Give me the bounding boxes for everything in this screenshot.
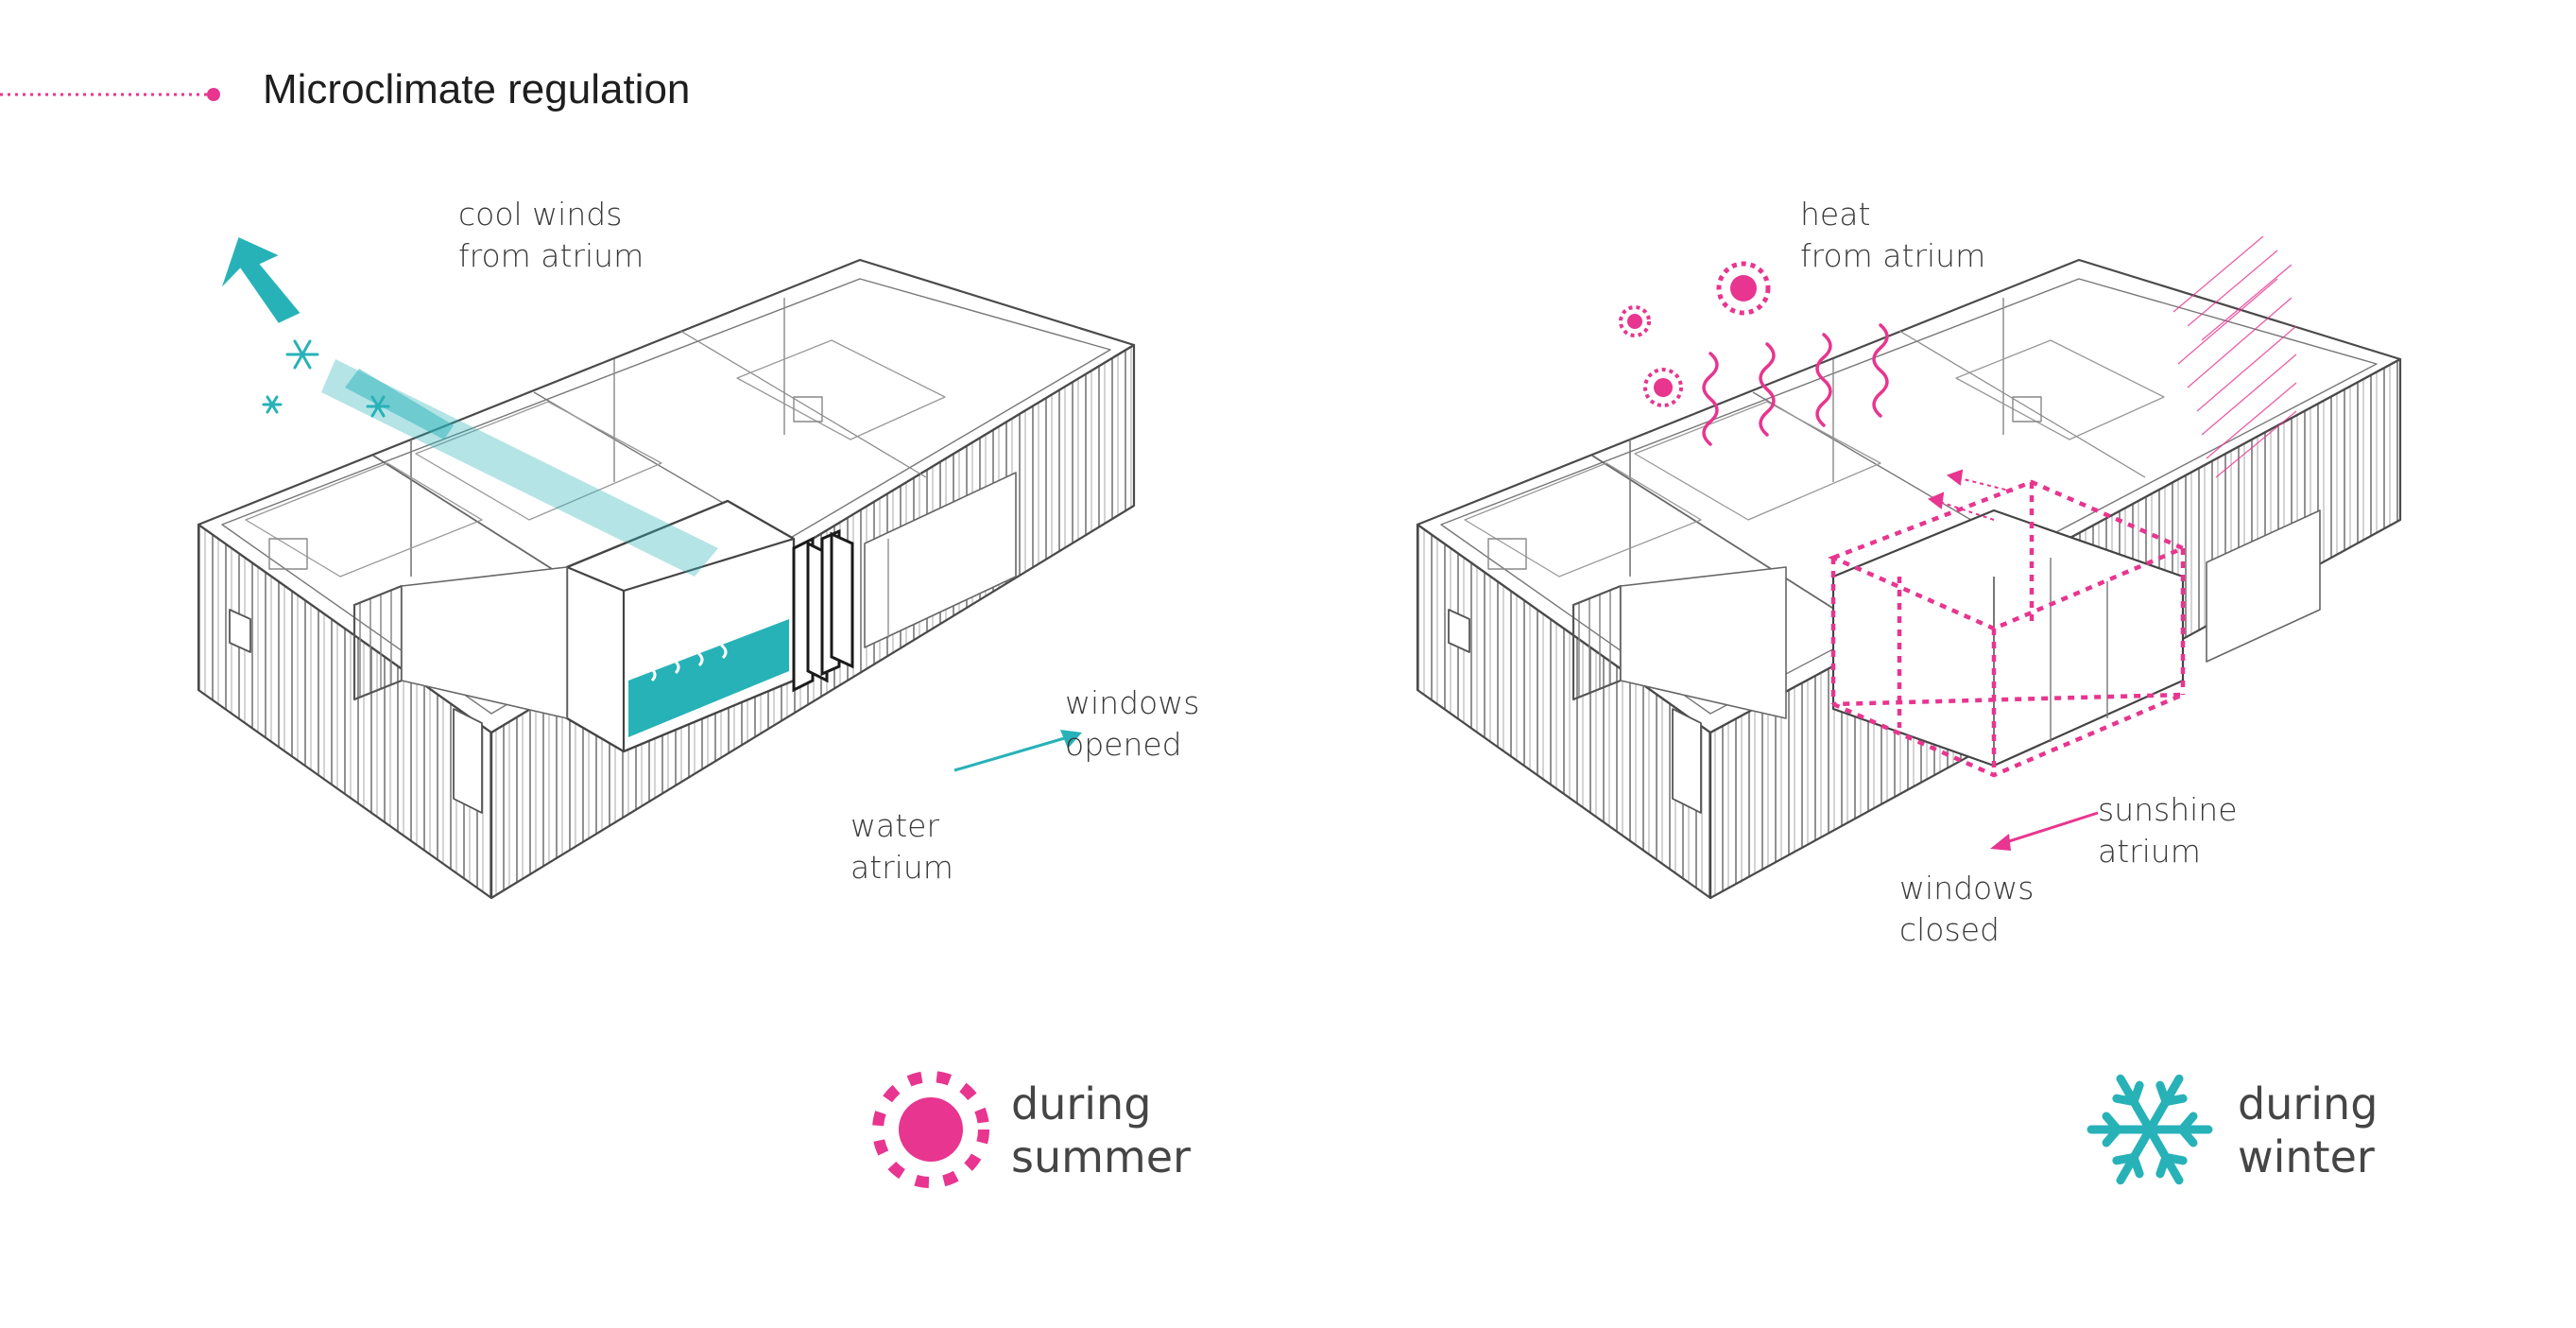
header-dotted-leader bbox=[0, 76, 227, 113]
windows-opened-line-2: opened bbox=[1065, 724, 1199, 766]
summer-season-line-1: during bbox=[1011, 1078, 1191, 1130]
sunshine-atrium-line-2: atrium bbox=[2098, 831, 2238, 872]
windows-closed-label: windows closed bbox=[1899, 868, 2034, 951]
cool-winds-line-1: cool winds bbox=[458, 194, 644, 235]
winter-small-suns bbox=[1606, 255, 1795, 425]
summer-season-label: during summer bbox=[1011, 1078, 1191, 1183]
summer-season-line-2: summer bbox=[1011, 1130, 1191, 1183]
heat-line-1: heat bbox=[1800, 194, 1985, 235]
windows-closed-line-2: closed bbox=[1899, 909, 2034, 951]
windows-opened-label: windows opened bbox=[1065, 682, 1199, 766]
heat-line-2: from atrium bbox=[1800, 235, 1985, 277]
water-atrium-label: water atrium bbox=[850, 805, 953, 888]
windows-closed-arrow bbox=[1984, 803, 2107, 860]
snowflake-icon bbox=[2079, 1063, 2221, 1196]
summer-snowflakes bbox=[255, 331, 425, 444]
windows-closed-line-1: windows bbox=[1899, 868, 2034, 909]
water-atrium-line-1: water bbox=[850, 805, 953, 847]
cool-winds-line-2: from atrium bbox=[458, 235, 644, 277]
windows-opened-line-1: windows bbox=[1065, 682, 1199, 724]
heat-label: heat from atrium bbox=[1800, 194, 1985, 277]
sun-icon bbox=[865, 1063, 997, 1196]
winter-season-line-2: winter bbox=[2238, 1130, 2378, 1183]
water-atrium-line-2: atrium bbox=[850, 847, 953, 888]
winter-season-label: during winter bbox=[2238, 1078, 2378, 1183]
winter-house-drawing bbox=[1389, 236, 2457, 936]
cool-winds-label: cool winds from atrium bbox=[458, 194, 644, 277]
sunshine-atrium-label: sunshine atrium bbox=[2098, 789, 2238, 872]
sunshine-atrium-line-1: sunshine bbox=[2098, 789, 2238, 831]
diagram-title: Microclimate regulation bbox=[263, 66, 690, 113]
winter-season-line-1: during bbox=[2238, 1078, 2378, 1130]
